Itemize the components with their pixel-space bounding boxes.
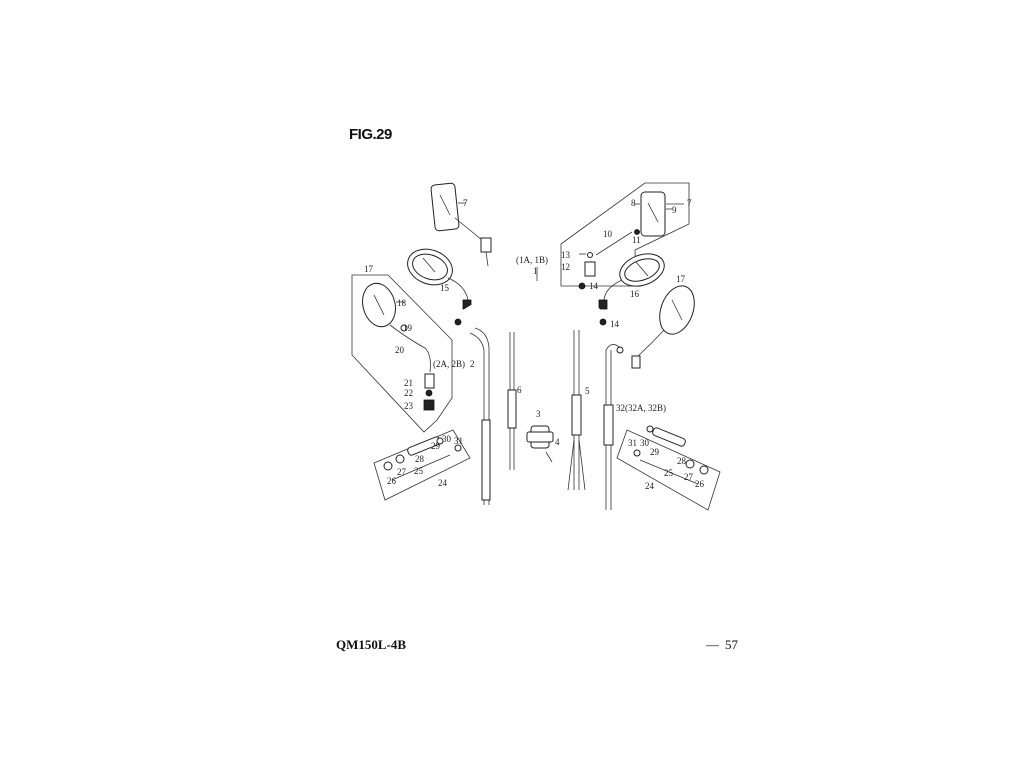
callout-11: 11 — [632, 235, 641, 245]
figure-title: FIG.29 — [349, 126, 392, 143]
clamp-3-4 — [526, 425, 554, 463]
mirror-17-right — [616, 285, 695, 369]
callout-2: 2 — [470, 359, 475, 369]
callout-30-right: 30 — [640, 438, 650, 448]
page-number-block: — 57 — [706, 637, 738, 653]
callout-7-left: 7 — [463, 198, 468, 208]
callout-12: 12 — [561, 262, 570, 272]
callout-26-left: 26 — [387, 476, 397, 486]
callout-4: 4 — [555, 437, 560, 447]
mirror-16 — [598, 253, 665, 310]
parts-box-lower-left — [373, 429, 471, 501]
callout-18: 18 — [397, 298, 407, 308]
callout-7-right: 7 — [687, 198, 692, 208]
callout-17-left: 17 — [364, 264, 374, 274]
callout-16: 16 — [630, 289, 640, 299]
callout-28-left: 28 — [415, 454, 425, 464]
callout-31-right: 31 — [628, 438, 637, 448]
callout-21: 21 — [404, 378, 413, 388]
callout-13: 13 — [561, 250, 571, 260]
cables — [469, 327, 621, 510]
callout-1: 1 — [533, 266, 538, 276]
parts-box-lower-right — [616, 425, 721, 511]
callout-8: 8 — [631, 198, 636, 208]
callout-29-left: 29 — [431, 441, 441, 451]
page-number: 57 — [725, 637, 738, 652]
mirror-upper-left — [430, 182, 492, 267]
mirror-upper-right-box — [560, 182, 690, 290]
callout-27-right: 27 — [684, 472, 694, 482]
model-number: QM150L-4B — [336, 637, 407, 652]
callout-17-right: 17 — [676, 274, 686, 284]
mirror-left-box — [351, 274, 453, 433]
callout-6: 6 — [517, 385, 522, 395]
callout-14-upper: 14 — [589, 281, 599, 291]
callout-19: 19 — [403, 323, 413, 333]
handlebar — [454, 267, 607, 326]
callout-25-right: 25 — [664, 468, 674, 478]
callout-22: 22 — [404, 388, 413, 398]
callout-24-left: 24 — [438, 478, 448, 488]
callout-9: 9 — [672, 205, 677, 215]
callout-26-right: 26 — [695, 479, 705, 489]
callout-1-variants: (1A, 1B) — [516, 255, 548, 265]
callout-28-right: 28 — [677, 456, 687, 466]
page-dash: — — [706, 637, 719, 652]
mirror-15 — [407, 248, 472, 310]
callout-29-right: 29 — [650, 447, 660, 457]
callout-23: 23 — [404, 401, 414, 411]
callout-32-variants: 32(32A, 32B) — [616, 403, 666, 413]
callout-25-left: 25 — [414, 466, 424, 476]
callout-labels: (1A, 1B) 1 (2A, 2B) 2 3 4 5 6 7 7 8 9 10… — [364, 198, 705, 491]
callout-27-left: 27 — [397, 467, 407, 477]
callout-3: 3 — [536, 409, 541, 419]
callout-24-right: 24 — [645, 481, 655, 491]
callout-20: 20 — [395, 345, 405, 355]
callout-31-left: 31 — [454, 436, 463, 446]
callout-14-lower: 14 — [610, 319, 620, 329]
callout-5: 5 — [585, 386, 590, 396]
callout-2-variants: (2A, 2B) — [433, 359, 465, 369]
callout-10: 10 — [603, 229, 613, 239]
callout-15: 15 — [440, 283, 450, 293]
callout-30-left: 30 — [442, 434, 452, 444]
